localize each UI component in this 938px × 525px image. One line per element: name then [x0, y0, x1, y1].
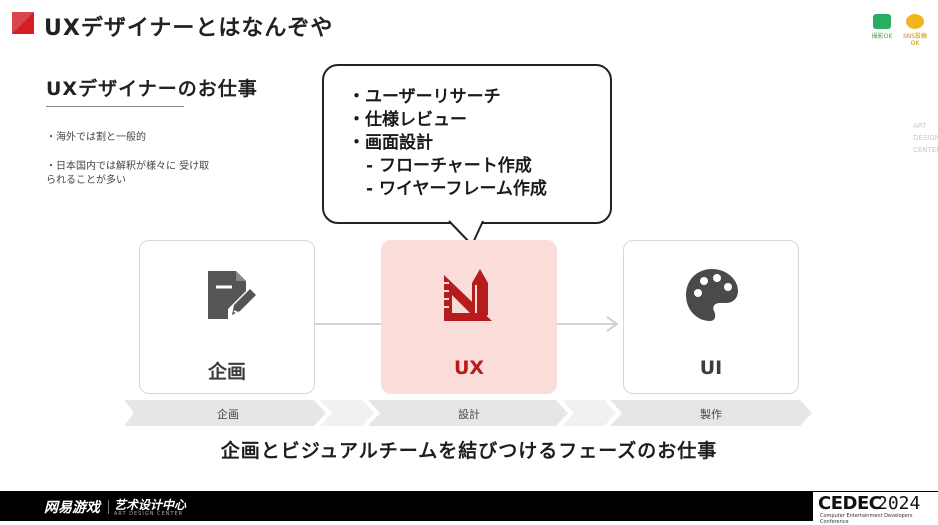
- title-marker-square: [12, 12, 34, 34]
- task-list: ・ユーザーリサーチ ・仕様レビュー ・画面設計 - フローチャート作成 - ワイ…: [348, 86, 547, 201]
- footer-separator: [108, 500, 109, 514]
- phase-label: 製作: [700, 408, 722, 421]
- bullet-item: ・海外では割と一般的: [46, 132, 146, 143]
- footer-subtitle: 艺术设计中心: [114, 498, 187, 512]
- camera-icon: [873, 14, 891, 29]
- page-title: UXデザイナーとはなんぞや: [44, 16, 334, 41]
- task-item: ・ユーザーリサーチ: [348, 87, 501, 107]
- bullet-item: ・日本国内では解釈が様々に 受け取られることが多い: [46, 161, 210, 186]
- card-label: UX: [453, 357, 485, 379]
- design-tools-icon: [444, 269, 492, 321]
- section-divider: [46, 106, 184, 107]
- cedec-brand-box: [813, 492, 938, 521]
- card-ui: UI: [623, 240, 799, 394]
- flow-arrow-icon: [606, 316, 619, 332]
- tagline: 企画とビジュアルチームを結びつけるフェーズのお仕事: [220, 440, 718, 462]
- phase-band: [124, 400, 812, 426]
- task-subitem: - ワイヤーフレーム作成: [366, 179, 547, 199]
- flow-connector: [315, 323, 381, 325]
- palette-icon: [686, 269, 738, 321]
- task-item: ・画面設計: [348, 133, 433, 153]
- card-label: 企画: [207, 361, 246, 383]
- phase-label: 企画: [217, 408, 239, 421]
- flow-connector: [557, 323, 615, 325]
- photo-ok-badge: 撮影OK: [869, 14, 895, 40]
- cedec-year: 2024: [877, 493, 921, 514]
- chat-icon: [906, 14, 924, 29]
- sns-ok-label: SNS投稿OK: [902, 33, 928, 47]
- task-item: ・仕様レビュー: [348, 110, 467, 130]
- vertical-watermark: ART DESIGN CENTER@CJ: [913, 122, 938, 154]
- footer-logo: 网易游戏: [44, 500, 100, 516]
- footer-bar: [0, 491, 938, 521]
- speech-bubble: [322, 64, 612, 224]
- phase-label: 設計: [458, 408, 480, 421]
- cedec-subtitle: Computer Entertainment Developers Confer…: [820, 513, 913, 525]
- card-label: UI: [699, 357, 723, 379]
- card-plan: 企画: [139, 240, 315, 394]
- document-edit-icon: [208, 271, 256, 319]
- task-subitem: - フローチャート作成: [366, 156, 532, 176]
- section-title: UXデザイナーのお仕事: [46, 78, 258, 100]
- footer-subtitle-small: ART DESIGN CENTER: [114, 511, 184, 517]
- cedec-brand: CEDEC: [818, 493, 882, 514]
- card-ux: UX: [381, 240, 557, 394]
- photo-ok-label: 撮影OK: [871, 33, 893, 40]
- sns-ok-badge: SNS投稿OK: [902, 14, 928, 47]
